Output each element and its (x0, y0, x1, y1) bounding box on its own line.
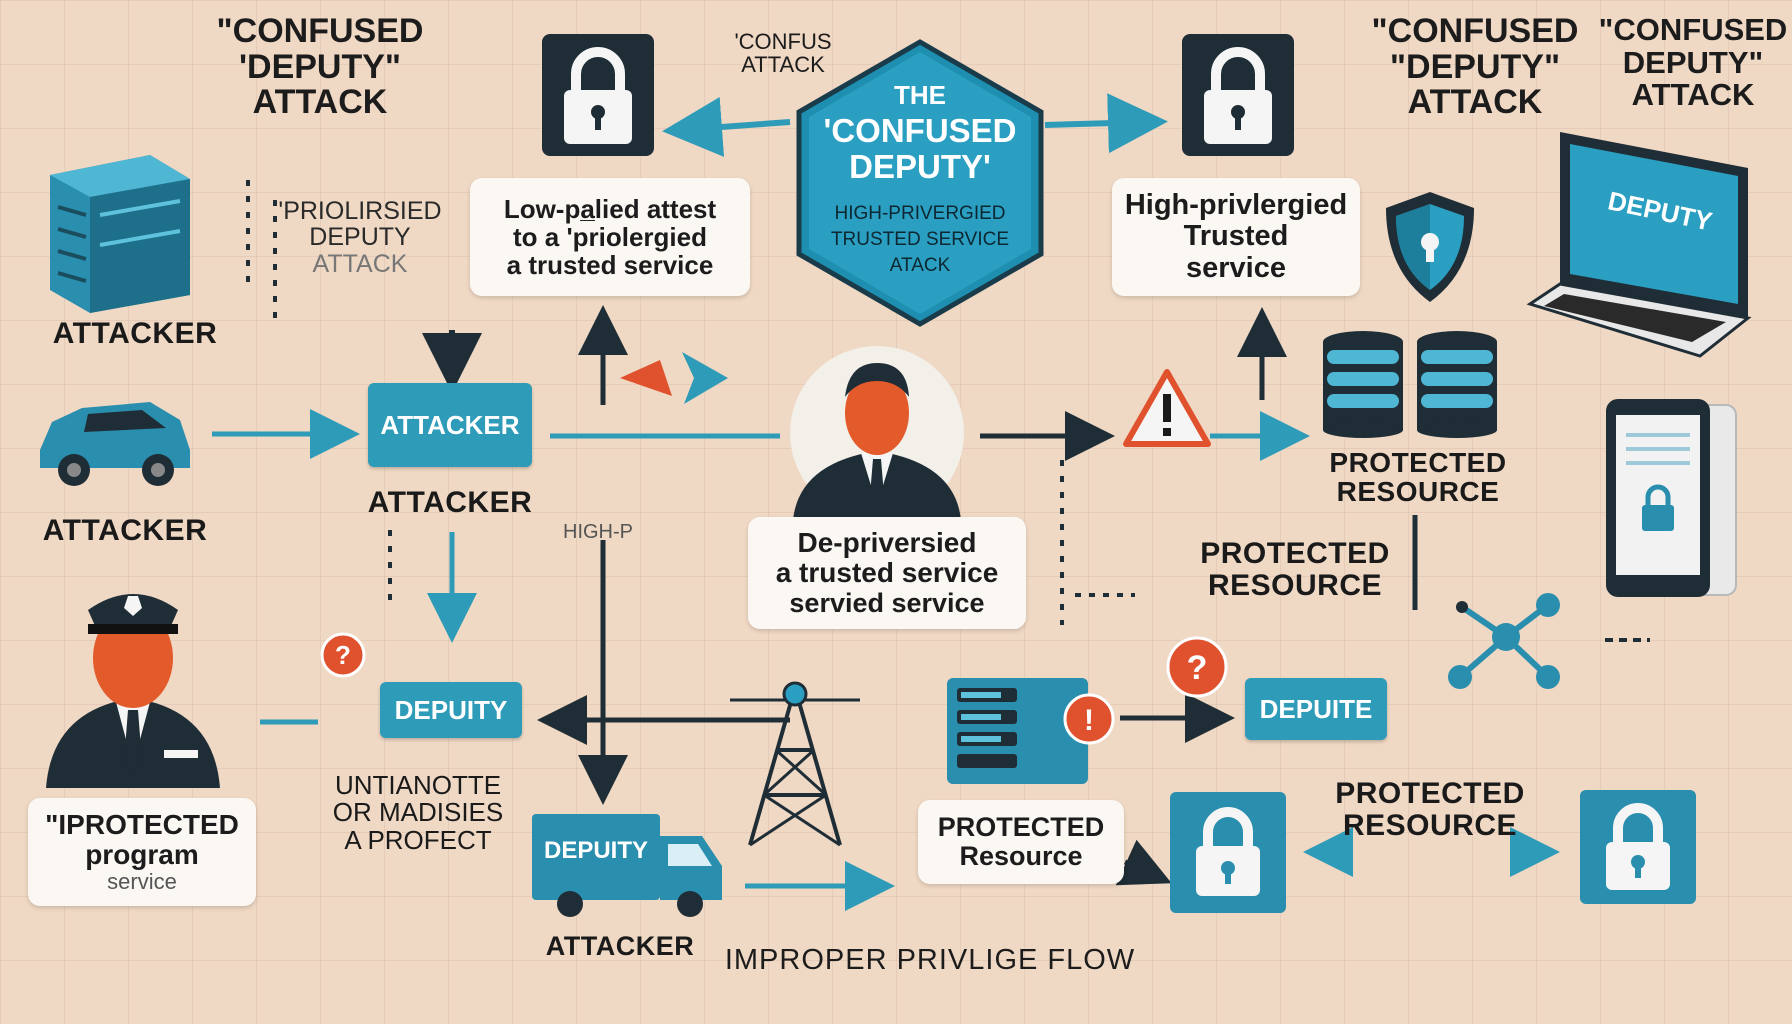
padlock-icon (1168, 790, 1288, 915)
attacker-label-4: ATTACKER (545, 931, 695, 961)
question-icon: ? (1165, 635, 1229, 699)
teal-plane-icon (682, 352, 728, 404)
shield-icon (1380, 188, 1480, 306)
padlock-icon (1178, 30, 1298, 160)
svg-text:!: ! (1084, 704, 1094, 737)
server-rack-icon (40, 145, 195, 315)
low-priv-box: Low-pa̲lied attest to a 'priolergied a t… (470, 178, 750, 296)
hexagon-badge: THE 'CONFUSED DEPUTY' HIGH-PRIVERGIED TR… (795, 38, 1045, 328)
hex-line-trusted: TRUSTED SERVICE (830, 229, 1010, 250)
deputy-tag: DEPUITY (380, 682, 522, 738)
arrow-hex-right (1044, 93, 1168, 154)
protected-resource-box: PROTECTED Resource (918, 800, 1124, 884)
attacker-label-1: ATTACKER (52, 317, 218, 350)
tablet-icon (1602, 395, 1740, 603)
network-node-icon (1440, 585, 1570, 695)
heading-top-right-b: "CONFUSED DEPUTY" ATTACK (1598, 12, 1788, 113)
person-icon (775, 345, 980, 520)
prioirsed-label: 'PRIOLIRSIED DEPUTY ATTACK (278, 197, 442, 278)
truck-icon: DEPUITY (530, 808, 725, 920)
arrow-hex-left (662, 97, 791, 157)
laptop-icon: DEPUTY (1526, 128, 1755, 363)
officer-icon (38, 570, 228, 790)
radio-tower-icon (720, 660, 870, 847)
warning-triangle-icon (1122, 368, 1212, 448)
protected-resource-label-3: PROTECTED RESOURCE (1335, 777, 1525, 842)
server-stack-icon (945, 676, 1090, 786)
svg-text:?: ? (1187, 649, 1208, 687)
improper-flow-label: IMPROPER PRIVLIGE FLOW (724, 944, 1136, 976)
question-icon: ? (320, 632, 366, 678)
untianotte-label: UNTIANOTTE OR MADISIES A PROFECT (332, 770, 504, 855)
padlock-icon (1578, 788, 1698, 906)
hex-line-high-priv: HIGH-PRIVERGIED (834, 203, 1006, 224)
heading-top-right-a: "CONFUSED "DEPUTY" ATTACK (1371, 12, 1579, 122)
car-icon (30, 380, 195, 490)
padlock-icon (538, 30, 658, 160)
high-priv-box: High-privlergied Trusted service (1112, 178, 1360, 296)
attacker-label-2: ATTACKER (42, 514, 208, 547)
depute-tag: DEPUITE (1245, 678, 1387, 740)
svg-text:?: ? (335, 640, 351, 670)
heading-top-small: 'CONFUS ATTACK (734, 29, 832, 78)
attacker-label-3: ATTACKER (367, 486, 533, 519)
database-icon (1315, 328, 1505, 438)
high-p-label: HIGH-P (563, 521, 633, 543)
alert-icon: ! (1062, 692, 1116, 746)
attacker-tag: ATTACKER (368, 383, 532, 467)
center-box: De-priversied a trusted service servied … (748, 517, 1026, 629)
hex-line-the: THE (894, 80, 946, 110)
protected-program-box: "IPROTECTED program service (28, 798, 256, 906)
hex-line-deputy: DEPUTY' (849, 148, 991, 185)
protected-resource-label-1: PROTECTED RESOURCE (1329, 447, 1507, 508)
red-arrow-icon (620, 360, 672, 396)
protected-resource-label-2: PROTECTED RESOURCE (1200, 537, 1390, 602)
arrow-resource-lock (1115, 839, 1172, 886)
hex-line-atack: ATACK (889, 255, 951, 276)
heading-top-left: "CONFUSED 'DEPUTY" ATTACK (216, 12, 424, 122)
hex-line-confused: 'CONFUSED (823, 112, 1017, 149)
truck-deputy-label: DEPUITY (543, 837, 648, 864)
